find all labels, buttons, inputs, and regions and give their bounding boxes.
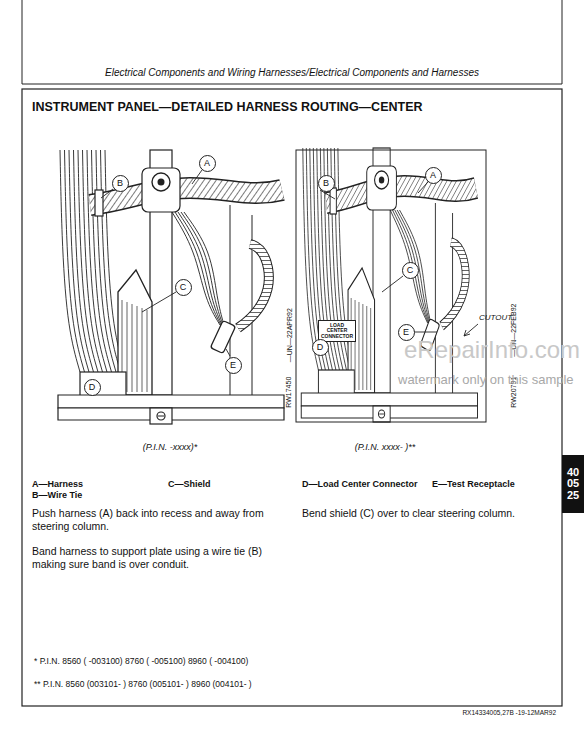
key-item: A—Harness <box>32 479 83 490</box>
key-item: E—Test Receptacle <box>432 479 515 490</box>
watermark: eRepairInfo.com <box>404 336 580 365</box>
watermark: watermark only on this sample <box>398 372 574 388</box>
callout-text: D <box>89 383 96 392</box>
page-border <box>22 0 23 84</box>
callout-letter: C <box>402 262 419 279</box>
callout-letter: D <box>312 339 329 356</box>
callout-letter: E <box>225 357 242 374</box>
section-title: INSTRUMENT PANEL—DETAILED HARNESS ROUTIN… <box>32 100 423 115</box>
box-text: 40 05 25 <box>564 467 582 502</box>
callout-letter: A <box>199 155 216 172</box>
callout-text: C <box>407 266 414 275</box>
figure-caption: (P.I.N. xxxx- )** <box>355 442 415 453</box>
figure-code: RW17450 <box>286 376 294 407</box>
running-header: Electrical Components and Wiring Harness… <box>105 67 479 79</box>
box-text: LOAD CENTER CONNECTOR <box>321 323 353 339</box>
figure-code: —UN—22APR92 <box>286 308 294 362</box>
callout-letter: B <box>318 175 335 192</box>
key-item: B—Wire Tie <box>32 490 82 501</box>
callout-text: E <box>403 328 409 337</box>
header-rule <box>22 84 562 85</box>
callout-letter: C <box>175 279 192 296</box>
callout-text: A <box>204 159 210 168</box>
callout-text: C <box>180 283 187 292</box>
callout-text: B <box>117 179 123 188</box>
callout-text: B <box>323 179 329 188</box>
section-tab <box>562 455 584 513</box>
section-tab: 40 05 25 <box>562 455 584 513</box>
instruction-text: Push harness (A) back into recess and aw… <box>32 507 282 532</box>
figure-early <box>58 150 284 424</box>
footnote: ** P.I.N. 8560 (003101- ) 8760 (005101- … <box>34 679 252 689</box>
figure-caption: (P.I.N. -xxxx)* <box>143 442 197 453</box>
callout-letter: A <box>425 167 442 184</box>
callout-letter: B <box>112 175 129 192</box>
connector-label-box: LOAD CENTER CONNECTOR <box>318 320 356 342</box>
key-item: C—Shield <box>168 479 211 490</box>
key-item: D—Load Center Connector <box>302 479 418 490</box>
callout-text: A <box>430 171 436 180</box>
document-code: RX14334005,27B -19-12MAR92 <box>462 709 556 717</box>
page-border <box>562 0 563 84</box>
callout-text: E <box>230 361 236 370</box>
callout-text: D <box>317 343 324 352</box>
callout-letter: D <box>84 379 101 396</box>
instruction-text: Band harness to support plate using a wi… <box>32 545 282 570</box>
instruction-text: Bend shield (C) over to clear steering c… <box>302 507 552 520</box>
section-frame <box>22 89 562 706</box>
footnote: * P.I.N. 8560 ( -003100) 8760 ( -005100)… <box>34 656 248 666</box>
callout-letter: E <box>398 324 415 341</box>
cutout-label: CUTOUT <box>479 313 512 323</box>
